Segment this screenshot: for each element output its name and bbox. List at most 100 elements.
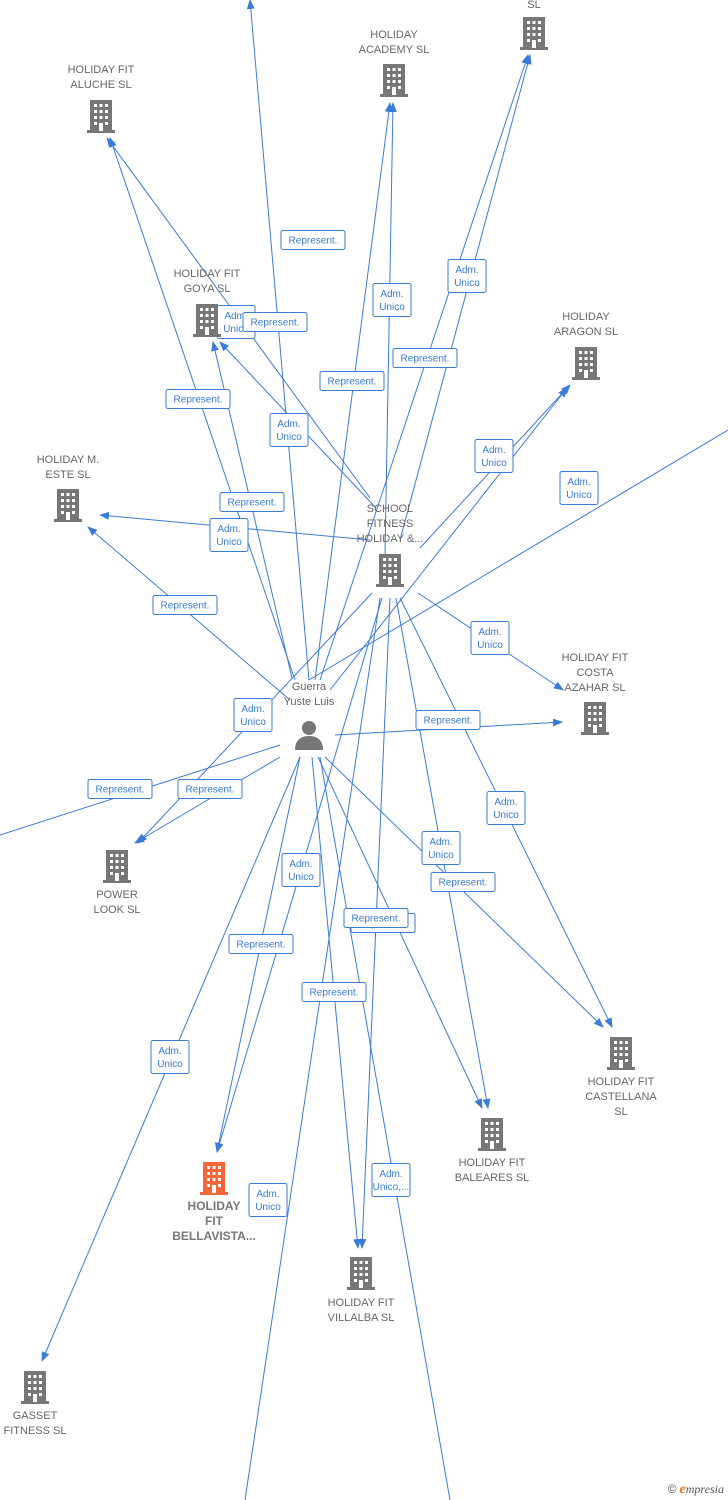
edge-label-represent[interactable]: Represent.	[242, 312, 308, 332]
edge-label-adm-unico[interactable]: Adm.Unico	[421, 831, 461, 865]
edge-label-represent[interactable]: Represent.	[219, 492, 285, 512]
node-holiday-fit-bellavista[interactable]: HOLIDAYFITBELLAVISTA...	[172, 1162, 256, 1243]
edge-label-represent[interactable]: Represent.	[319, 371, 385, 391]
edge-label-adm-unico[interactable]: Adm. Unico	[209, 518, 249, 552]
edge-label-text: Adm.	[217, 524, 240, 535]
building-icon	[200, 1162, 228, 1195]
brand-watermark: © empresia	[668, 1482, 724, 1498]
edge-guerra-yuste-luis-to-power-look	[134, 756, 281, 844]
edge-label-text: Adm.	[241, 704, 264, 715]
edge-label-text: Represent.	[96, 785, 145, 796]
node-label: HOLIDAY M.	[37, 454, 100, 466]
node-holiday-m-este[interactable]: HOLIDAY M. ESTE SL	[37, 454, 100, 522]
edge-label-text: Represent.	[310, 988, 359, 999]
edge-label-box	[152, 595, 218, 615]
node-label: HOLIDAY FIT	[588, 1076, 655, 1088]
edge-label-box	[486, 791, 526, 825]
edge-label-text: Unico	[240, 717, 266, 728]
edge-label-adm-unico[interactable]: Adm.Unico	[559, 471, 599, 505]
node-label: VILLALBA SL	[328, 1312, 395, 1324]
edge-label-text: Represent.	[174, 395, 223, 406]
edge-label-text: Represent.	[401, 354, 450, 365]
edge-label-text: Adm.	[567, 477, 590, 488]
edge-label-box	[392, 348, 458, 368]
edge-label-text: Represent.	[186, 785, 235, 796]
building-icon	[520, 17, 548, 50]
edge-label-represent[interactable]: Represent.	[165, 389, 231, 409]
edge-label-text: Represent.	[439, 878, 488, 889]
edge-label-box	[219, 492, 285, 512]
building-icon	[54, 489, 82, 522]
node-label: GASSET	[13, 1410, 58, 1422]
edge-label-represent[interactable]: Represent.	[343, 908, 409, 928]
edge-label-text: Unico	[288, 872, 314, 883]
edge-label-box	[371, 1163, 411, 1197]
edge-label-represent[interactable]: Represent.	[87, 779, 153, 799]
edge-label-adm-unico[interactable]: Adm.Unico	[470, 621, 510, 655]
building-icon	[347, 1257, 375, 1290]
edge-label-box	[280, 230, 346, 250]
building-icon	[21, 1371, 49, 1404]
edge-label-text: Adm.	[277, 419, 300, 430]
edge-label-represent[interactable]: Represent.	[430, 872, 496, 892]
edge-label-box	[177, 779, 243, 799]
edge-label-text: Represent.	[237, 940, 286, 951]
edge-label-box	[209, 518, 249, 552]
edge-label-box	[248, 1183, 288, 1217]
edge-label-adm-unico[interactable]: Adm.Unico	[447, 259, 487, 293]
node-label: AZAHAR SL	[564, 682, 625, 694]
node-label: FITNESS SL	[4, 1425, 67, 1437]
edge-label-adm-unico[interactable]: Adm.Unico	[248, 1183, 288, 1217]
edge-label-represent[interactable]: Represent.	[280, 230, 346, 250]
edge-label-represent[interactable]: Represent.	[152, 595, 218, 615]
edge-label-adm-unico[interactable]: Adm.Unico	[281, 853, 321, 887]
edge-label-adm-unico[interactable]: Adm.Unico	[372, 283, 412, 317]
node-label: ESTE SL	[45, 469, 90, 481]
edge-label-represent[interactable]: Represent.	[301, 982, 367, 1002]
building-icon	[581, 702, 609, 735]
edge-label-represent[interactable]: Represent.	[177, 779, 243, 799]
edge-label-text: Unico	[216, 537, 242, 548]
edge-label-represent[interactable]: Represent.	[228, 934, 294, 954]
edge-label-box	[233, 698, 273, 732]
node-top-sl[interactable]: SL	[520, 0, 548, 50]
edge-label-represent[interactable]: Represent.	[392, 348, 458, 368]
edge-label-text: Unico	[276, 432, 302, 443]
edge-label-box	[474, 439, 514, 473]
node-gasset-fitness[interactable]: GASSET FITNESS SL	[4, 1371, 67, 1437]
edge-label-text: Unico	[223, 324, 249, 335]
node-holiday-academy[interactable]: HOLIDAY ACADEMY SL	[359, 29, 430, 97]
edge-label-adm-unico[interactable]: Adm.Unico	[150, 1040, 190, 1074]
edge-guerra-yuste-luis-to-school-fitness	[246, 0, 310, 681]
edge-label-box	[301, 982, 367, 1002]
edge-label-text: Adm.	[224, 311, 247, 322]
node-label: ACADEMY SL	[359, 44, 430, 56]
node-label: HOLIDAY	[370, 29, 418, 41]
edge-label-adm-unico[interactable]: Adm. Unico	[233, 698, 273, 732]
brand-initial: e	[679, 1482, 686, 1497]
edge-guerra-yuste-luis-to-holiday-fit-bellavista	[214, 756, 301, 1153]
edge-label-text: Represent.	[161, 601, 210, 612]
edge-label-adm-unico[interactable]: Adm. Unico	[269, 413, 309, 447]
edge-label-adm-unico[interactable]: Adm.Unico,...	[371, 1163, 411, 1197]
edge-label-text: Adm.	[379, 1169, 402, 1180]
edge-label-adm-unico[interactable]: Adm.Unico	[486, 791, 526, 825]
edge-label-text: Represent.	[424, 716, 473, 727]
edge-label-adm-unico[interactable]: Adm.Unico	[474, 439, 514, 473]
edge-label-text: Adm.	[429, 837, 452, 848]
edge-label-represent[interactable]: Represent.	[415, 710, 481, 730]
edge-label-text: Adm.	[380, 289, 403, 300]
node-label: SCHOOL	[367, 503, 413, 515]
edge-label-box	[165, 389, 231, 409]
person-icon	[295, 721, 323, 750]
